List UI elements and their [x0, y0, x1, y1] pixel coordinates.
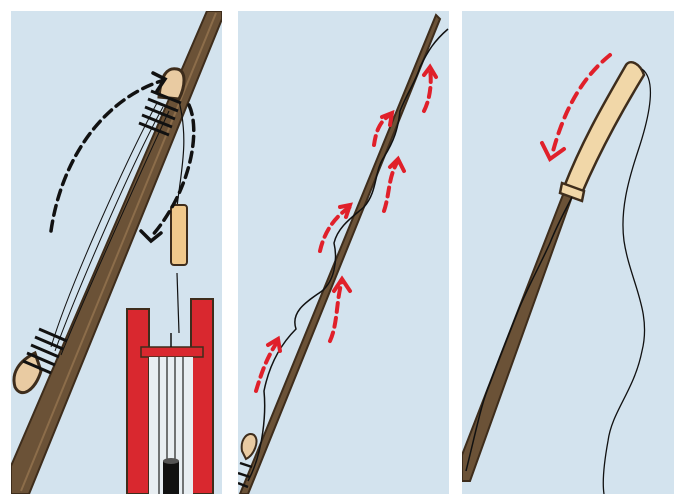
panel-2-illustration	[238, 11, 449, 494]
panel-3-illustration	[462, 11, 674, 494]
panel-1-illustration	[11, 11, 222, 494]
hanging-weight	[171, 205, 187, 265]
panel-3-background	[462, 11, 674, 494]
panel-2	[238, 11, 449, 494]
panel-3	[462, 11, 674, 494]
panel-1	[11, 11, 222, 494]
